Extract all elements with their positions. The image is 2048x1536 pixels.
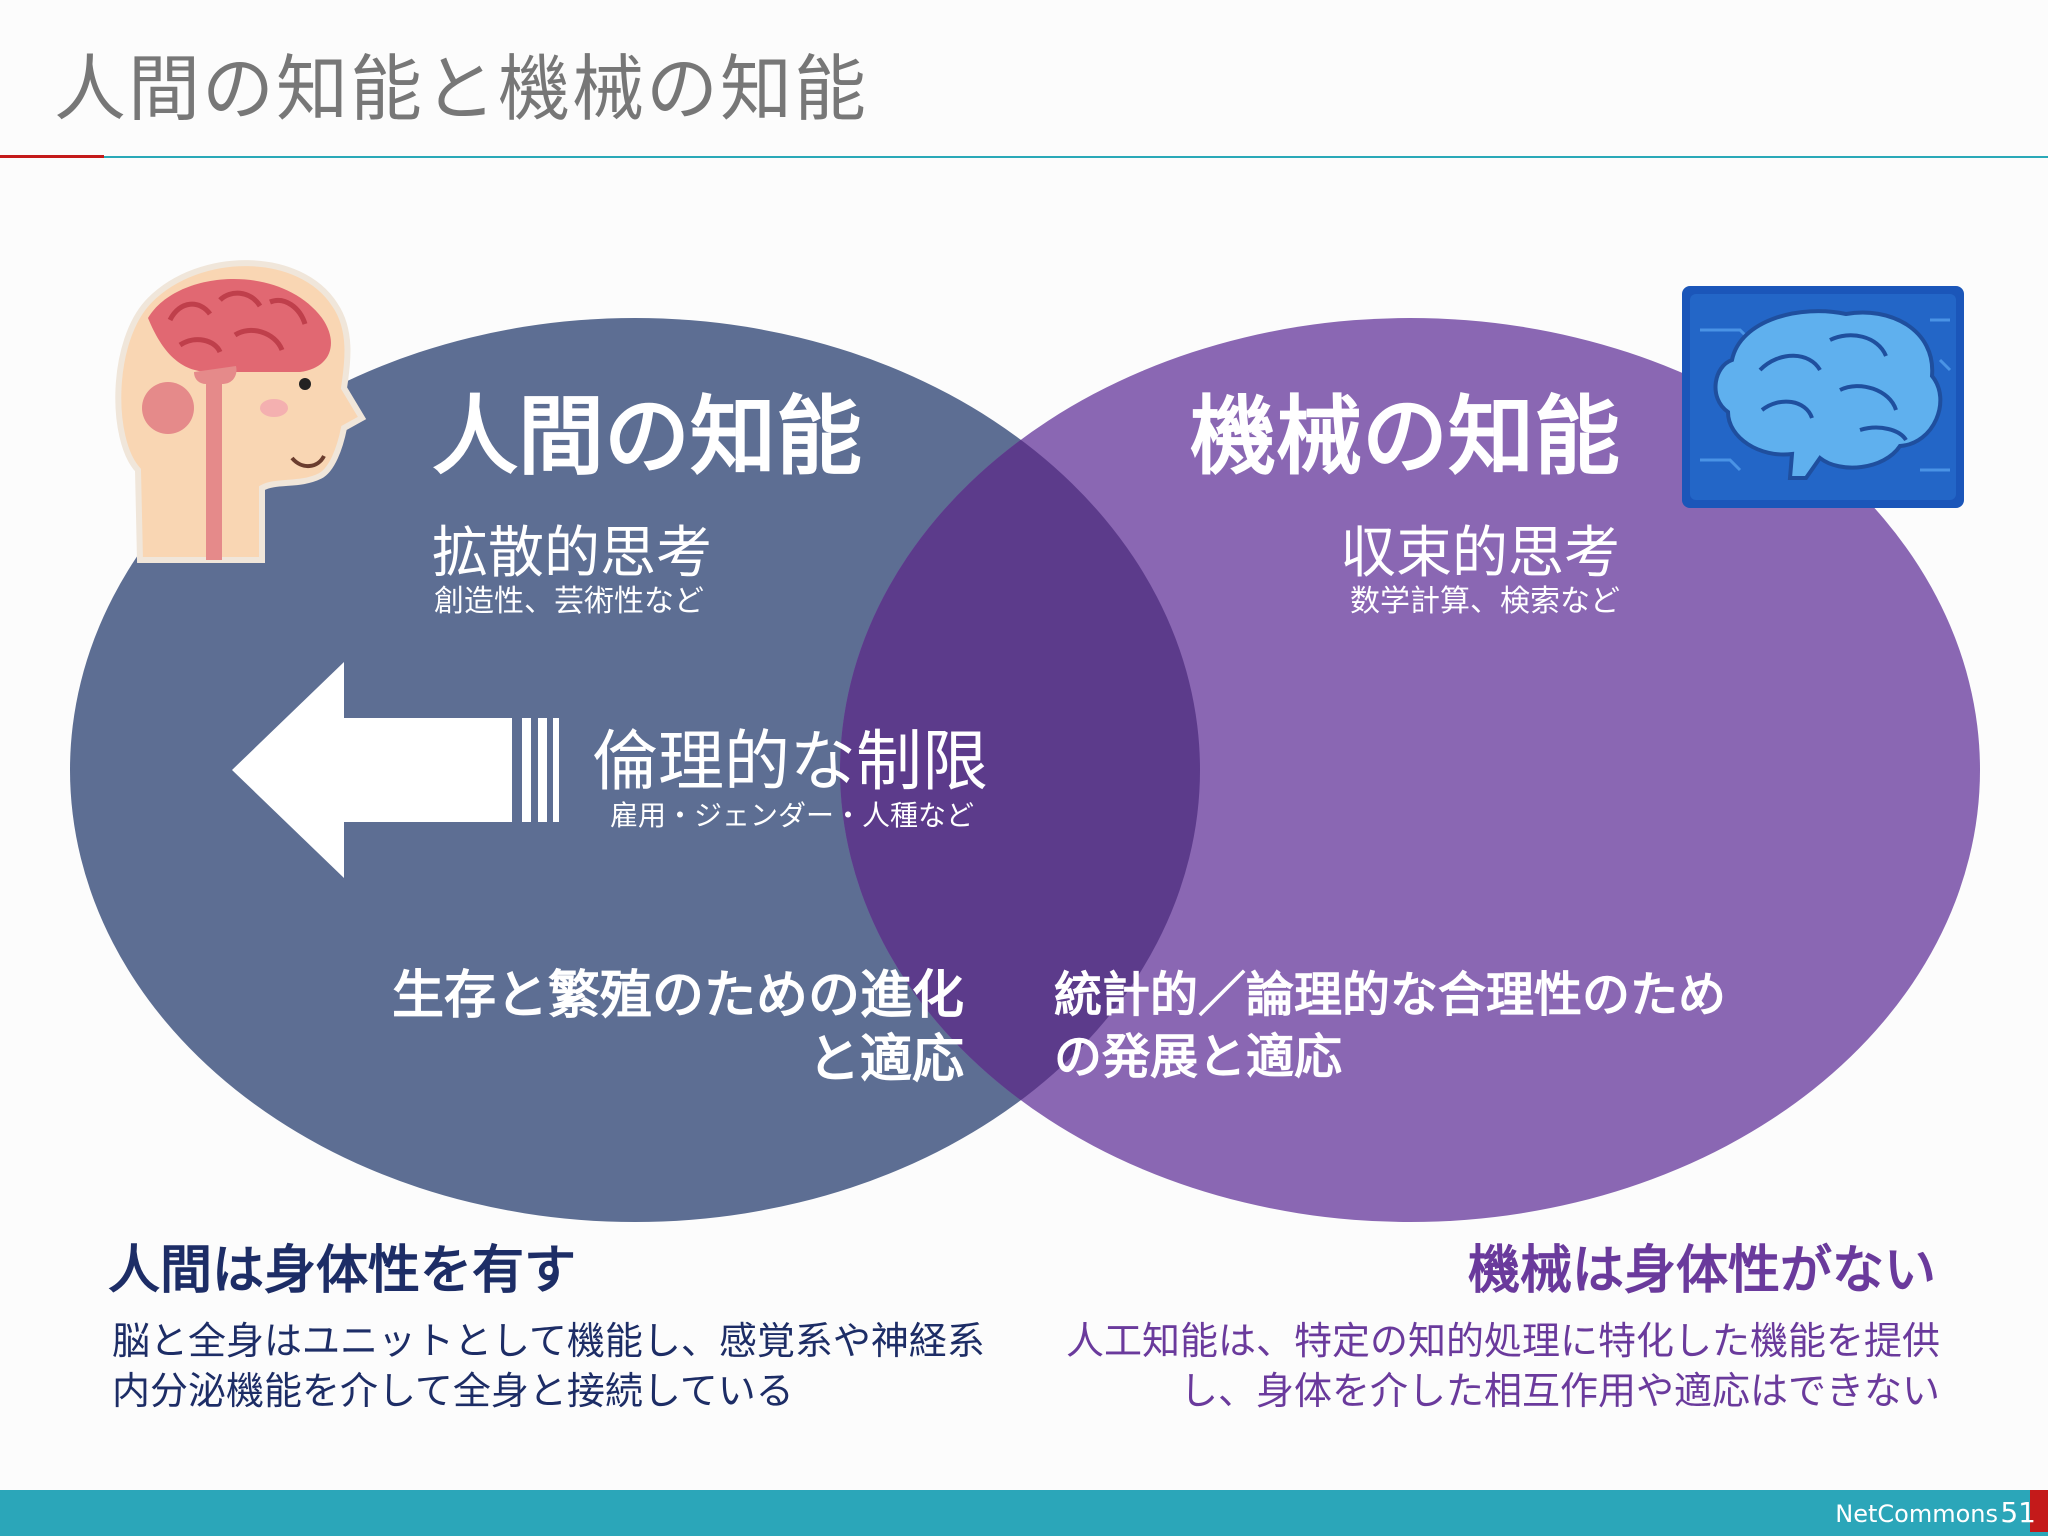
human-embodiment-title: 人間は身体性を有す xyxy=(108,1241,577,1301)
machine-thinking-type: 収束的思考 xyxy=(1340,521,1620,586)
brand-logo: NetCommons xyxy=(1835,1500,1998,1528)
machine-ellipse xyxy=(840,318,1980,1222)
title-rule-red xyxy=(0,155,104,158)
human-thinking-type: 拡散的思考 xyxy=(432,521,712,586)
digital-brain-chip-icon xyxy=(1682,286,1964,508)
machine-evolution-text: 統計的／論理的な合理性のための発展と適応 xyxy=(1054,967,1727,1086)
human-thinking-examples: 創造性、芸術性など xyxy=(434,584,704,619)
left-arrow-icon xyxy=(232,662,559,878)
machine-embodiment-description: 人工知能は、特定の知的処理に特化した機能を提供し、身体を介した相互作用や適応はで… xyxy=(1065,1319,1940,1414)
ethics-limit-title: 倫理的な制限 xyxy=(592,723,988,800)
human-evolution-text: 生存と繁殖のための進化と適応 xyxy=(391,966,964,1091)
human-head-brain-icon xyxy=(115,260,367,563)
machine-embodiment-title: 機械は身体性がない xyxy=(1467,1241,1936,1301)
slide-title: 人間の知能と機械の知能 xyxy=(54,47,869,131)
machine-intelligence-heading: 機械の知能 xyxy=(1190,387,1620,487)
page-number: 51 xyxy=(2000,1496,2036,1529)
footer-bar xyxy=(0,1490,2048,1536)
human-intelligence-heading: 人間の知能 xyxy=(432,387,862,487)
footer-accent xyxy=(2030,1490,2048,1532)
machine-thinking-examples: 数学計算、検索など xyxy=(1350,584,1620,619)
ethics-limit-examples: 雇用・ジェンダー・人種など xyxy=(610,799,975,832)
human-embodiment-description: 脳と全身はユニットとして機能し、感覚系や神経系内分泌機能を介して全身と接続してい… xyxy=(112,1319,985,1414)
title-rule-teal xyxy=(104,156,2048,158)
